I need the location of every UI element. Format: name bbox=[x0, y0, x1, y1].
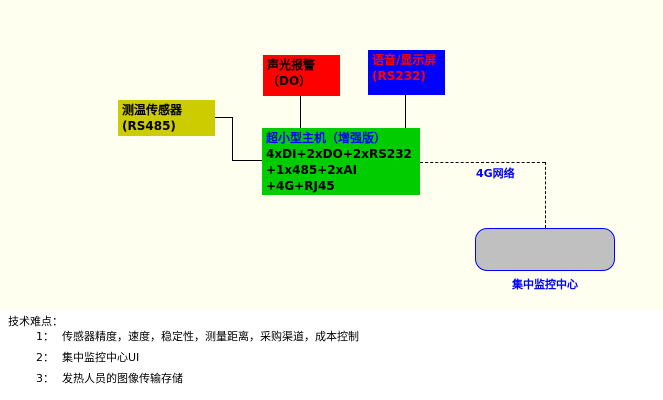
connector-sensor-host-segment-2 bbox=[232, 117, 233, 160]
connector-sensor-host-segment-1 bbox=[215, 117, 232, 118]
sensor-node-interface: (RS485) bbox=[122, 119, 176, 133]
host-node-spec-2: +1x485+2xAI bbox=[266, 163, 358, 177]
monitoring-center-node bbox=[475, 228, 615, 271]
note-number: 1： bbox=[36, 330, 54, 343]
note-text: 发热人员的图像传输存储 bbox=[62, 372, 183, 385]
connector-sensor-host-segment-3 bbox=[232, 160, 262, 161]
sensor-node-label: 测温传感器 bbox=[122, 103, 183, 117]
host-node: 超小型主机（增强版） 4xDI+2xDO+2xRS232 +1x485+2xAI… bbox=[262, 128, 420, 195]
note-number: 3： bbox=[36, 372, 54, 385]
notes-section: 技术难点： 1： 传感器精度，速度，稳定性，测量距离，采购渠道，成本控制 2： 集中… bbox=[0, 310, 663, 400]
alarm-node: 声光报警 （DO） bbox=[263, 55, 340, 96]
connector-display-host bbox=[405, 95, 406, 128]
note-item: 3： 发热人员的图像传输存储 bbox=[36, 370, 183, 386]
note-text: 集中监控中心UI bbox=[62, 351, 140, 364]
connector-host-center-dashed-vertical bbox=[545, 162, 546, 228]
host-node-spec-1: 4xDI+2xDO+2xRS232 bbox=[266, 147, 412, 161]
alarm-node-interface: （DO） bbox=[267, 74, 312, 88]
display-node-label: 语音/显示屏 bbox=[372, 53, 437, 67]
note-number: 2： bbox=[36, 351, 54, 364]
display-node-interface: (RS232) bbox=[372, 69, 426, 83]
connector-alarm-host bbox=[300, 96, 301, 128]
notes-title: 技术难点： bbox=[8, 315, 63, 328]
alarm-node-label: 声光报警 bbox=[267, 58, 316, 72]
connector-host-center-dashed-horizontal bbox=[420, 162, 545, 163]
sensor-node: 测温传感器 (RS485) bbox=[118, 100, 215, 136]
host-node-spec-3: +4G+RJ45 bbox=[266, 179, 335, 193]
note-item: 2： 集中监控中心UI bbox=[36, 349, 139, 365]
host-node-title: 超小型主机（增强版） bbox=[266, 131, 387, 145]
monitoring-center-label: 集中监控中心 bbox=[512, 278, 578, 291]
display-node: 语音/显示屏 (RS232) bbox=[368, 50, 445, 95]
note-text: 传感器精度，速度，稳定性，测量距离，采购渠道，成本控制 bbox=[62, 330, 359, 343]
network-label: 4G网络 bbox=[476, 167, 515, 180]
note-item: 1： 传感器精度，速度，稳定性，测量距离，采购渠道，成本控制 bbox=[36, 328, 359, 344]
